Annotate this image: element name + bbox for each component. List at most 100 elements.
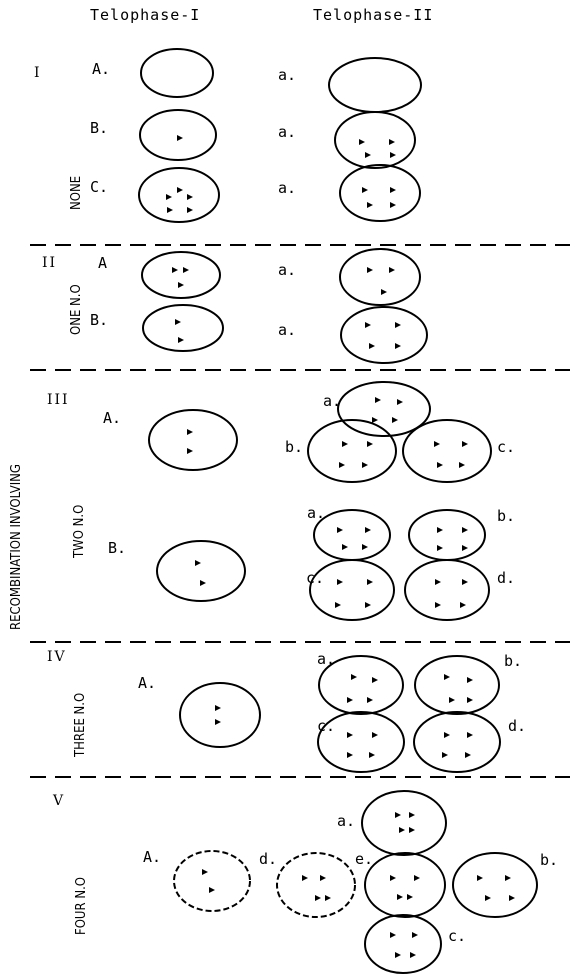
- cell-4-c: [317, 711, 405, 773]
- chromosome-mark: [178, 337, 184, 343]
- group-1-label-B: B.: [90, 119, 108, 137]
- group-2-label: ONE N.O: [69, 284, 84, 335]
- group-3-B-label-b: b.: [497, 507, 515, 525]
- group-5-label-c: c.: [448, 927, 466, 945]
- chromosome-mark: [395, 952, 401, 958]
- group-3-A-label-b: b.: [285, 438, 303, 456]
- chromosome-mark: [195, 560, 201, 566]
- cell-4-b: [414, 655, 500, 715]
- chromosome-mark: [342, 441, 348, 447]
- chromosome-mark: [462, 441, 468, 447]
- chromosome-mark: [177, 187, 183, 193]
- chromosome-mark: [389, 139, 395, 145]
- cell-1-B-telophase-1: [139, 109, 217, 161]
- chromosome-mark: [390, 187, 396, 193]
- chromosome-mark: [337, 527, 343, 533]
- chromosome-mark: [337, 579, 343, 585]
- cell-5-b: [452, 852, 538, 918]
- group-3-numeral: III: [47, 392, 70, 408]
- cell-1-a3-telophase-2: [339, 164, 421, 222]
- chromosome-mark: [347, 752, 353, 758]
- chromosome-mark: [395, 322, 401, 328]
- group-2-numeral: II: [42, 255, 57, 271]
- chromosome-mark: [477, 875, 483, 881]
- cell-5-a: [361, 790, 447, 856]
- group-5-label-e: e.: [355, 850, 373, 868]
- cell-5-c: [364, 914, 442, 974]
- chromosome-mark: [325, 895, 331, 901]
- chromosome-mark: [467, 697, 473, 703]
- chromosome-mark: [412, 932, 418, 938]
- group-4-label-A: A.: [138, 674, 156, 692]
- group-3-B-label-c: c.: [306, 569, 324, 587]
- chromosome-mark: [395, 812, 401, 818]
- chromosome-mark: [462, 527, 468, 533]
- chromosome-mark: [347, 697, 353, 703]
- group-5-label-d: d.: [259, 850, 277, 868]
- chromosome-mark: [372, 417, 378, 423]
- chromosome-mark: [435, 579, 441, 585]
- chromosome-mark: [367, 697, 373, 703]
- group-3-A-label-c: c.: [497, 438, 515, 456]
- chromosome-mark: [215, 705, 221, 711]
- side-title: RECOMBINATION INVOLVING: [9, 464, 24, 630]
- chromosome-mark: [397, 894, 403, 900]
- chromosome-mark: [462, 579, 468, 585]
- group-2-label-a2: a.: [278, 321, 296, 339]
- chromosome-mark: [365, 322, 371, 328]
- group-3-label: TWO N.O: [72, 505, 87, 559]
- chromosome-mark: [435, 602, 441, 608]
- chromosome-mark: [367, 267, 373, 273]
- group-3-label-B: B.: [108, 539, 126, 557]
- group-4-label: THREE N.O: [73, 693, 88, 758]
- chromosome-mark: [347, 732, 353, 738]
- chromosome-mark: [460, 602, 466, 608]
- cell-3-B-d: [404, 559, 490, 621]
- chromosome-mark: [467, 677, 473, 683]
- cell-2-A-telophase-1: [141, 251, 221, 299]
- chromosome-mark: [177, 135, 183, 141]
- group-4-numeral: IV: [47, 649, 67, 665]
- group-1-label-C: C.: [90, 178, 108, 196]
- cell-1-C-telophase-1: [138, 167, 220, 223]
- group-5-label-b: b.: [540, 851, 558, 869]
- group-5-label-a: a.: [337, 812, 355, 830]
- chromosome-mark: [172, 267, 178, 273]
- group-5-label: FOUR N.O: [74, 877, 89, 935]
- chromosome-mark: [202, 869, 208, 875]
- chromosome-mark: [362, 544, 368, 550]
- chromosome-mark: [167, 207, 173, 213]
- chromosome-mark: [367, 202, 373, 208]
- chromosome-mark: [389, 267, 395, 273]
- chromosome-mark: [390, 152, 396, 158]
- chromosome-mark: [442, 752, 448, 758]
- chromosome-mark: [215, 719, 221, 725]
- cell-3-B-telophase-1: [156, 540, 246, 602]
- chromosome-mark: [178, 282, 184, 288]
- chromosome-mark: [449, 697, 455, 703]
- cell-1-A-telophase-1: [140, 48, 214, 98]
- chromosome-marks: [166, 135, 515, 958]
- chromosome-mark: [365, 602, 371, 608]
- chromosome-mark: [187, 207, 193, 213]
- chromosome-mark: [399, 827, 405, 833]
- group-4-label-d: d.: [508, 717, 526, 735]
- cell-2-a1-telophase-2: [339, 248, 421, 306]
- chromosome-mark: [359, 139, 365, 145]
- cell-3-B-c: [309, 559, 395, 621]
- chromosome-mark: [397, 399, 403, 405]
- group-2-label-a1: a.: [278, 261, 296, 279]
- chromosome-mark: [187, 429, 193, 435]
- chromosome-mark: [175, 319, 181, 325]
- chromosome-mark: [444, 674, 450, 680]
- cell-3-A-b: [307, 419, 397, 483]
- chromosome-mark: [183, 267, 189, 273]
- group-1-label-a2: a.: [278, 123, 296, 141]
- chromosome-mark: [351, 674, 357, 680]
- chromosome-mark: [335, 602, 341, 608]
- cell-3-B-a: [313, 509, 391, 561]
- cell-3-A-c: [402, 419, 492, 483]
- chromosome-mark: [315, 895, 321, 901]
- group-1-label-a3: a.: [278, 179, 296, 197]
